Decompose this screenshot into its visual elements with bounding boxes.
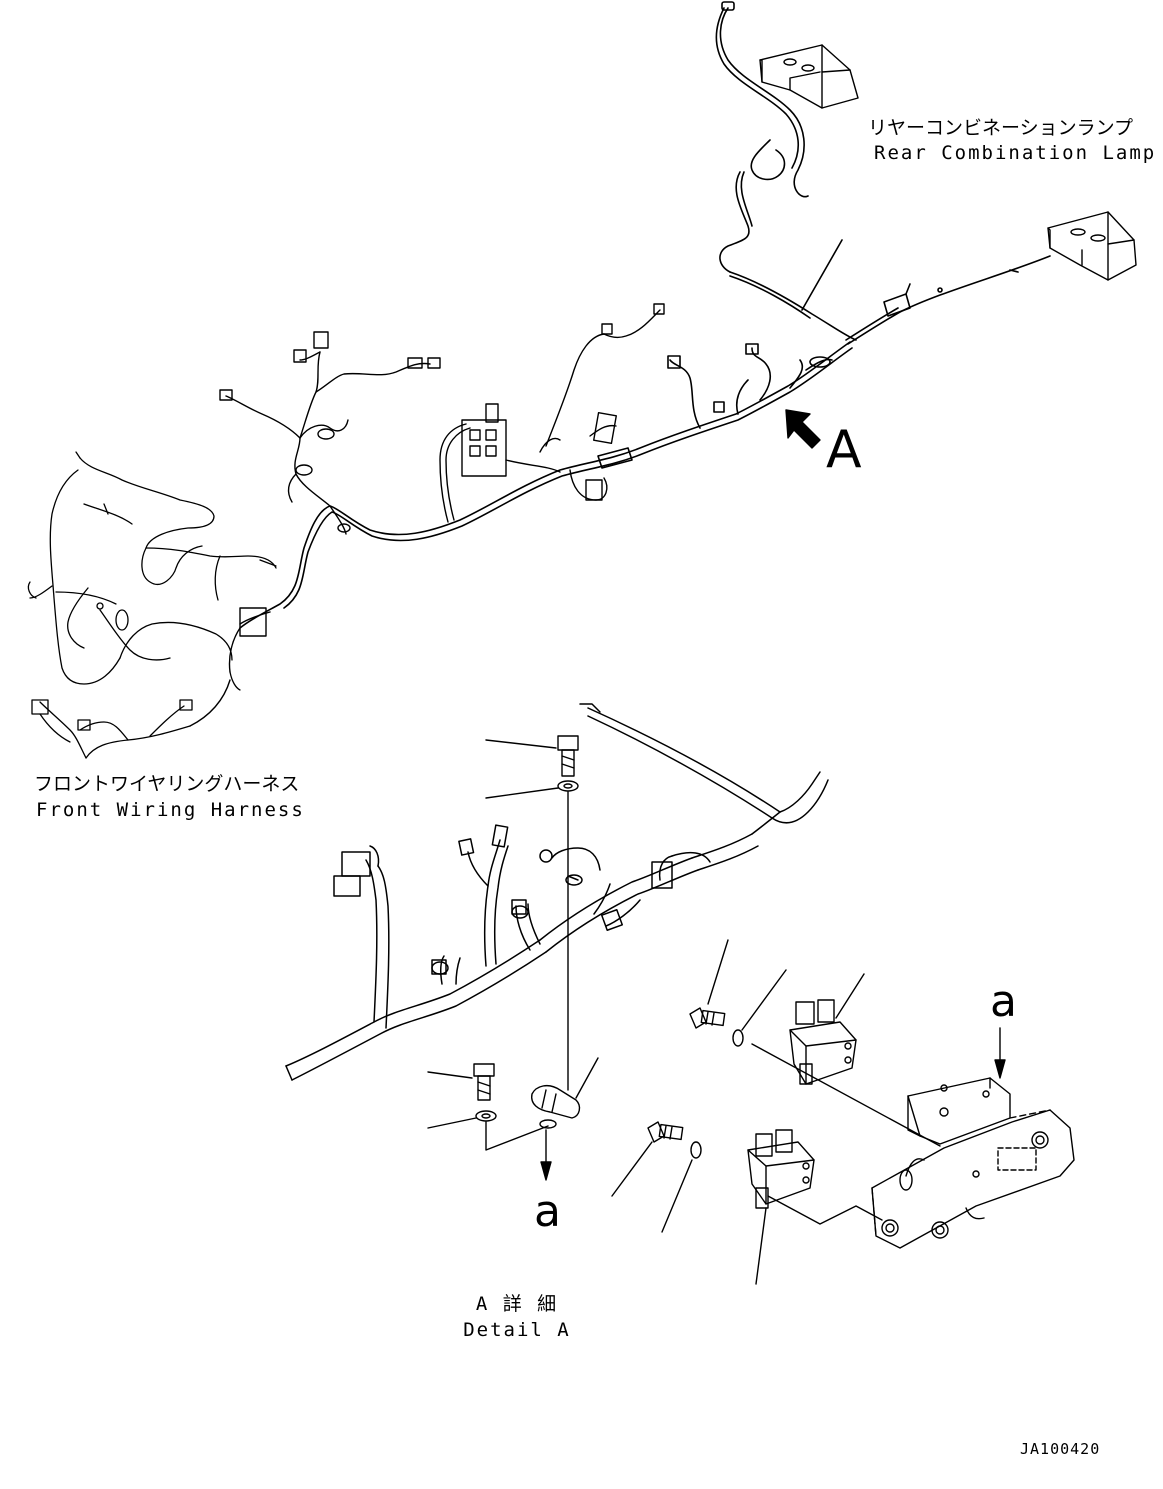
- rear-lamp-label-en: Rear Combination Lamp: [874, 142, 1157, 164]
- rear-lamp-label-jp: リヤーコンビネーションランプ: [868, 117, 1134, 139]
- rear-lamp-branch-wires: [716, 2, 1050, 344]
- detail-relay-bracket: [612, 940, 1074, 1284]
- arrow-up-left-icon: [786, 410, 820, 448]
- main-harness-trunk: [240, 342, 852, 628]
- arrow-down-icon: [541, 1028, 1005, 1180]
- front-harness-label-en: Front Wiring Harness: [36, 799, 305, 821]
- left-harness-branches: [190, 332, 440, 726]
- detail-label-jp: A 詳 細: [475, 1293, 559, 1315]
- rear-lamp-lower: [1048, 212, 1136, 280]
- detail-fasteners: [428, 736, 598, 1150]
- view-a-marker: A: [826, 420, 862, 480]
- front-harness-label-jp: フロントワイヤリングハーネス: [34, 773, 300, 795]
- detail-harness-duct: [286, 704, 828, 1080]
- ref-a-right: a: [990, 976, 1017, 1027]
- drawing-code: JA100420: [1020, 1440, 1101, 1458]
- rear-lamp-upper: [760, 45, 858, 108]
- ref-a-left: a: [534, 1186, 561, 1237]
- center-connector-block: [440, 304, 664, 522]
- detail-label-en: Detail A: [463, 1319, 571, 1341]
- front-wiring-harness: [28, 452, 276, 758]
